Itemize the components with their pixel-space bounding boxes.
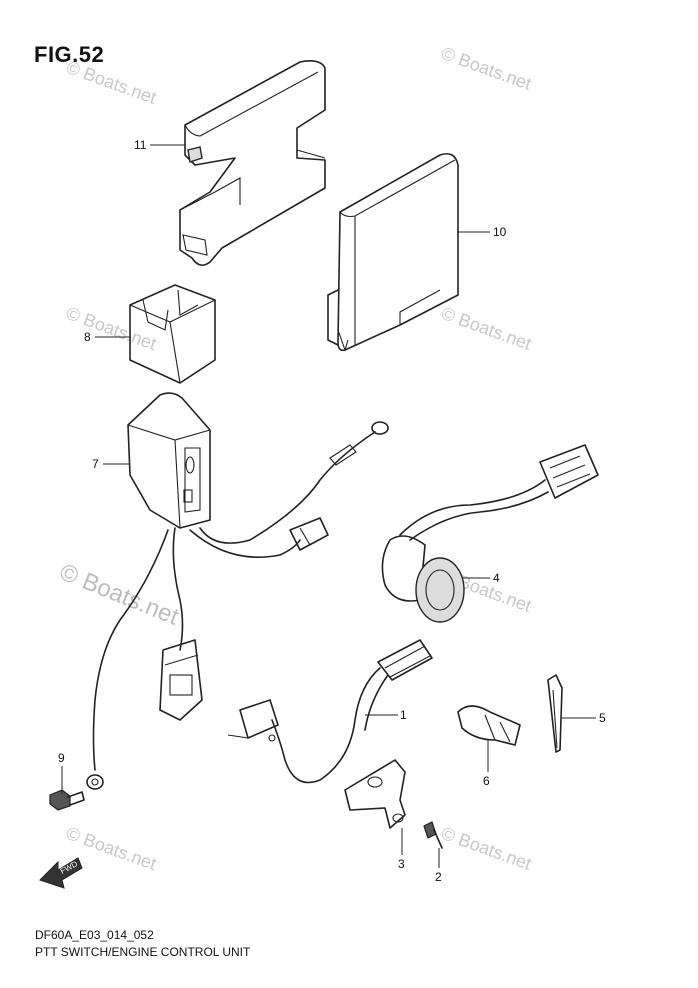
- part-2-screw: [423, 821, 443, 849]
- part-10-ecu: [327, 152, 459, 352]
- callout-4: 4: [493, 571, 500, 585]
- callout-1: 1: [400, 708, 407, 722]
- watermark: © Boats.net: [439, 303, 534, 354]
- part-4-switch: [381, 444, 599, 623]
- part-8-boot: [129, 284, 216, 384]
- callout-2: 2: [435, 870, 442, 884]
- part-3-bracket: [344, 759, 406, 829]
- callout-10: 10: [493, 225, 507, 239]
- watermarks: © Boats.net © Boats.net © Boats.net © Bo…: [56, 43, 534, 874]
- diagram-code: DF60A_E03_014_052: [35, 928, 154, 942]
- diagram-caption: PTT SWITCH/ENGINE CONTROL UNIT: [35, 945, 251, 959]
- leader-lines: [61, 144, 596, 868]
- part-5-cable-tie: [547, 674, 563, 753]
- watermark: © Boats.net: [64, 57, 159, 108]
- figure-title: FIG.52: [34, 42, 105, 67]
- callout-11: 11: [134, 138, 147, 152]
- callouts: 11 10 8 7 4 1 5 6 9 3 2: [58, 138, 606, 884]
- watermark: © Boats.net: [439, 43, 534, 94]
- watermark: © Boats.net: [439, 823, 534, 874]
- watermark: © Boats.net: [64, 303, 159, 354]
- part-11-cover: [179, 60, 326, 266]
- forward-arrow-icon: FWD: [39, 857, 83, 889]
- part-7-ptt-switch: [86, 392, 389, 790]
- callout-6: 6: [483, 774, 490, 788]
- callout-7: 7: [92, 457, 99, 471]
- part-6-clamp: [457, 705, 521, 746]
- callout-9: 9: [58, 751, 65, 765]
- callout-3: 3: [398, 857, 405, 871]
- part-1-sensor: [227, 639, 433, 784]
- callout-8: 8: [84, 330, 91, 344]
- callout-5: 5: [599, 711, 606, 725]
- part-9-bolt: [49, 789, 85, 811]
